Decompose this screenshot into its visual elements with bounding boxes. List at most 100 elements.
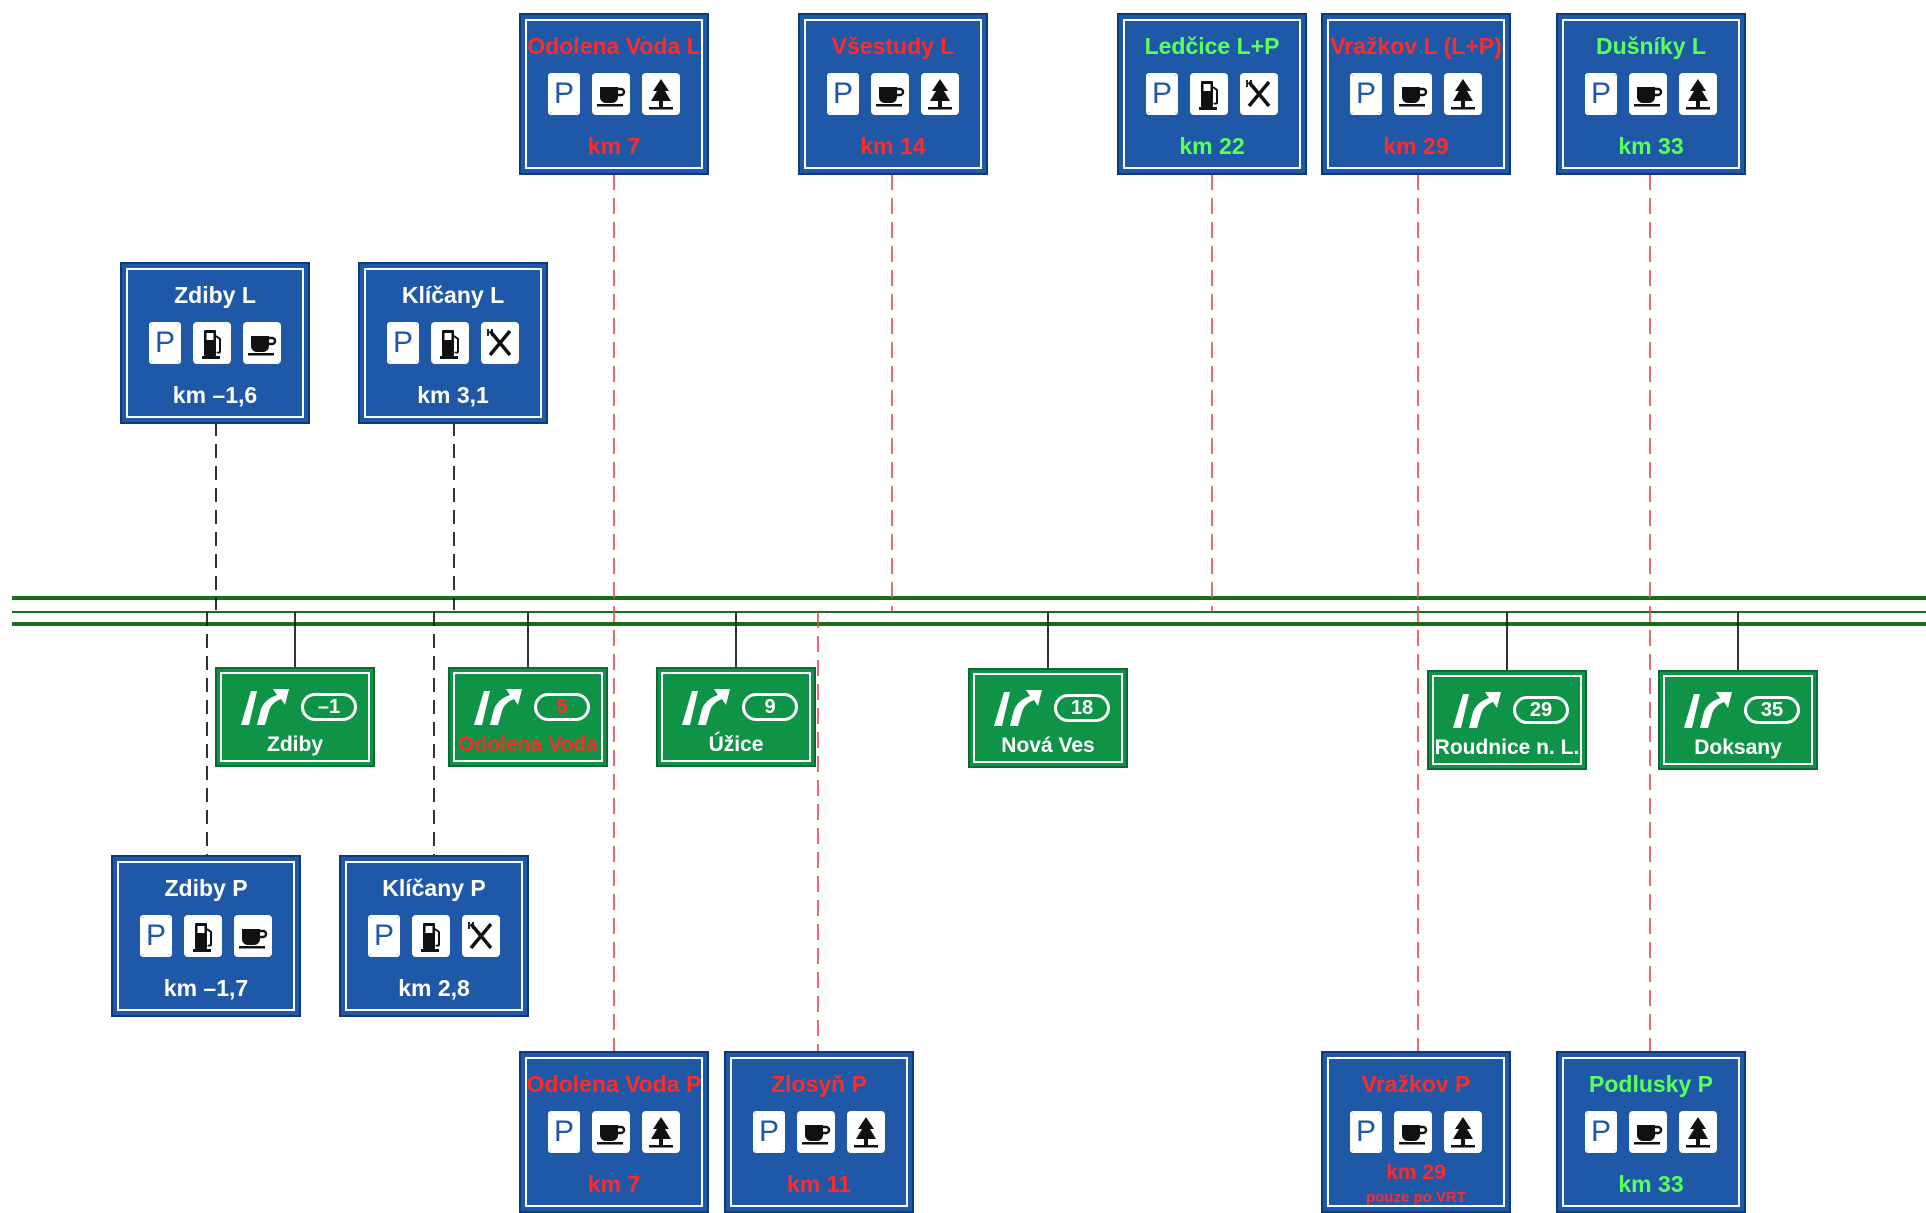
exit-arrow-icon: [682, 689, 730, 725]
exit-number: 35: [1744, 696, 1800, 724]
sign-icons: P: [122, 322, 308, 366]
coffee-icon: [592, 73, 630, 115]
exit-number: 5: [534, 693, 590, 721]
coffee-icon: [1394, 73, 1432, 115]
exit-arrow-icon: [994, 690, 1042, 726]
exit-arrow-icon: [241, 689, 289, 725]
sign-zdiby-l: Zdiby L P km –1,6: [120, 262, 310, 424]
exit-sign-zdiby: –1 Zdiby: [215, 667, 375, 767]
sign-icons: P: [1558, 73, 1744, 117]
parking-icon: P: [387, 322, 419, 364]
parking-icon: P: [1146, 73, 1178, 115]
restaurant-icon: [481, 322, 519, 364]
exit-number: 29: [1513, 696, 1569, 724]
sign-ledcice: Ledčice L+P P km 22: [1117, 13, 1307, 175]
rest-area-icon: [847, 1111, 885, 1153]
sign-icons: P: [1558, 1111, 1744, 1155]
sign-km: km 2,8: [398, 975, 470, 1001]
sign-icons: P: [360, 322, 546, 366]
sign-icons: P: [1119, 73, 1305, 117]
sign-klicany-p: Klíčany P P km 2,8: [339, 855, 529, 1017]
sign-name: Vražkov P: [1361, 1071, 1471, 1097]
sign-icons: P: [521, 73, 707, 117]
exit-town: Nová Ves: [1001, 734, 1095, 757]
fuel-icon: [412, 915, 450, 957]
exit-number: –1: [301, 693, 357, 721]
sign-name: Všestudy L: [831, 33, 955, 59]
parking-icon: P: [548, 1111, 580, 1153]
sign-icons: P: [1323, 73, 1509, 117]
sign-vsestudy-l: Všestudy L P km 14: [798, 13, 988, 175]
coffee-icon: [1629, 73, 1667, 115]
sign-icons: P: [800, 73, 986, 117]
exit-sign-roudnice: 29 Roudnice n. L.: [1427, 670, 1587, 770]
rest-area-icon: [1679, 73, 1717, 115]
sign-name: Zdiby P: [164, 875, 248, 901]
restaurant-icon: [1240, 73, 1278, 115]
sign-zdiby-p: Zdiby P P km –1,7: [111, 855, 301, 1017]
parking-icon: P: [548, 73, 580, 115]
sign-km: km 29: [1383, 133, 1449, 159]
rest-area-icon: [642, 1111, 680, 1153]
rest-area-icon: [1679, 1111, 1717, 1153]
exit-sign-uzice: 9 Úžice: [656, 667, 816, 767]
coffee-icon: [1629, 1111, 1667, 1153]
rest-area-icon: [921, 73, 959, 115]
parking-icon: P: [140, 915, 172, 957]
fuel-icon: [431, 322, 469, 364]
parking-icon: P: [1350, 1111, 1382, 1153]
sign-name: Vražkov L (L+P): [1330, 33, 1502, 59]
sign-odolena-voda-p: Odolena Voda P P km 7: [519, 1051, 709, 1213]
coffee-icon: [871, 73, 909, 115]
sign-name: Zdiby L: [174, 282, 256, 308]
exit-arrow-icon: [474, 689, 522, 725]
sign-name: Odolena Voda L: [527, 33, 701, 59]
rest-area-icon: [1444, 1111, 1482, 1153]
parking-icon: P: [753, 1111, 785, 1153]
sign-km: km 7: [587, 133, 641, 159]
sign-km: km 7: [587, 1171, 641, 1197]
fuel-icon: [184, 915, 222, 957]
coffee-icon: [592, 1111, 630, 1153]
sign-vrazkov-p: Vražkov P P km 29 pouze po VRT: [1321, 1051, 1511, 1213]
sign-icons: P: [726, 1111, 912, 1155]
sign-km: km 29: [1386, 1161, 1446, 1184]
coffee-icon: [1394, 1111, 1432, 1153]
sign-km: km –1,6: [172, 382, 258, 408]
fuel-icon: [1190, 73, 1228, 115]
sign-name: Podlusky P: [1589, 1071, 1713, 1097]
parking-icon: P: [149, 322, 181, 364]
sign-km: km –1,7: [163, 975, 249, 1001]
sign-podlusky-p: Podlusky P P km 33: [1556, 1051, 1746, 1213]
sign-km: km 22: [1179, 133, 1245, 159]
exit-number: 9: [742, 693, 798, 721]
sign-name: Dušníky L: [1596, 33, 1706, 59]
exit-town: Zdiby: [267, 733, 323, 756]
exit-sign-odolena-voda: 5 Odolena Voda: [448, 667, 608, 767]
sign-icons: P: [521, 1111, 707, 1155]
rest-area-icon: [1444, 73, 1482, 115]
coffee-icon: [234, 915, 272, 957]
coffee-icon: [797, 1111, 835, 1153]
sign-icons: P: [341, 915, 527, 959]
parking-icon: P: [1350, 73, 1382, 115]
sign-vrazkov-l: Vražkov L (L+P) P km 29: [1321, 13, 1511, 175]
sign-dusniky-l: Dušníky L P km 33: [1556, 13, 1746, 175]
exit-sign-nova-ves: 18 Nová Ves: [968, 668, 1128, 768]
exit-town: Úžice: [708, 733, 764, 756]
sign-km: km 14: [860, 133, 926, 159]
exit-town: Odolena Voda: [458, 733, 598, 756]
sign-km: km 33: [1618, 133, 1684, 159]
sign-odolena-voda-l: Odolena Voda L P km 7: [519, 13, 709, 175]
coffee-icon: [243, 322, 281, 364]
fuel-icon: [193, 322, 231, 364]
parking-icon: P: [1585, 1111, 1617, 1153]
exit-sign-doksany: 35 Doksany: [1658, 670, 1818, 770]
sign-note: pouze po VRT: [1366, 1189, 1466, 1206]
sign-name: Ledčice L+P: [1144, 33, 1280, 59]
sign-km: km 33: [1618, 1171, 1684, 1197]
exit-number: 18: [1054, 694, 1110, 722]
sign-name: Odolena Voda P: [526, 1071, 702, 1097]
sign-zlosyn-p: Zlosyň P P km 11: [724, 1051, 914, 1213]
sign-klicany-l: Klíčany L P km 3,1: [358, 262, 548, 424]
